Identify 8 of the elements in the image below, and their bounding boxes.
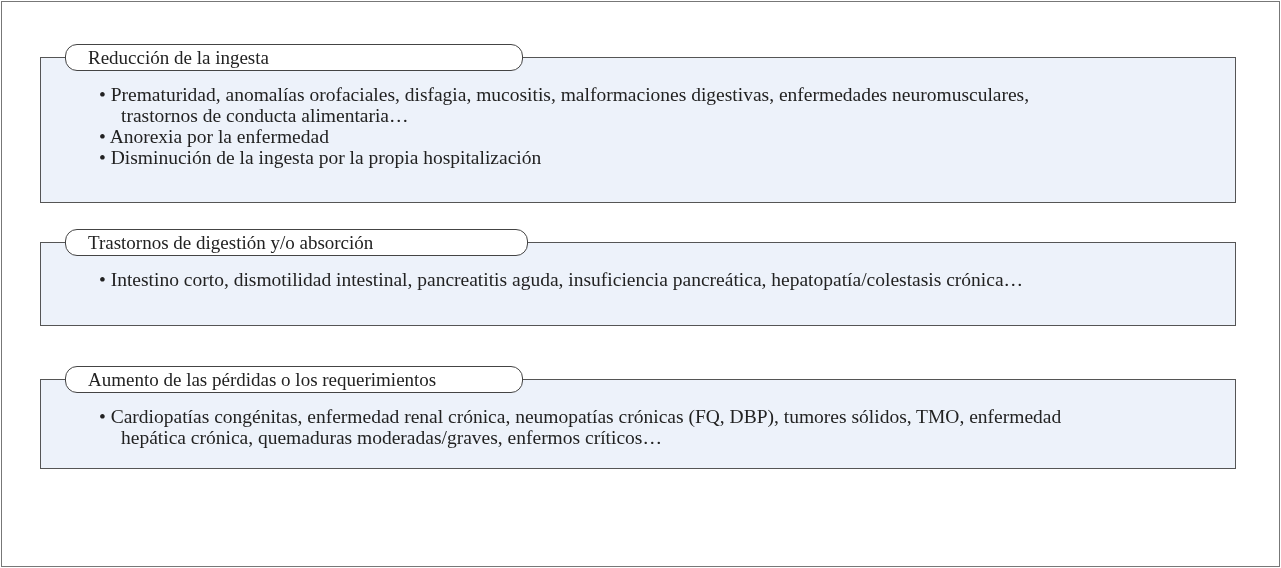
panel-heading: Aumento de las pérdidas o los requerimientos: [65, 366, 523, 393]
panel-heading: Reducción de la ingesta: [65, 44, 523, 71]
panel-heading: Trastornos de digestión y/o absorción: [65, 229, 528, 256]
bullet-item: • Intestino corto, dismotilidad intestinal, pancreatitis aguda, insuficiencia pancreática, hepatopatía/colestasis crónica…: [99, 269, 1025, 290]
bullet-item: • Disminución de la ingesta por la propia hospitalización: [99, 147, 543, 168]
bullet-item: • Cardiopatías congénitas, enfermedad renal crónica, neumopatías crónicas (FQ, DBP), tumores sólidos, TMO, enfermedad hepática crónica, quemaduras moderadas/graves, enfermos críticos…: [99, 406, 1063, 448]
bullet-item: • Anorexia por la enfermedad: [99, 126, 330, 147]
bullet-item: • Prematuridad, anomalías orofaciales, disfagia, mucositis, malformaciones digestivas, enfermedades neuromusculares, trastornos de conducta alimentaria…: [99, 84, 1031, 126]
